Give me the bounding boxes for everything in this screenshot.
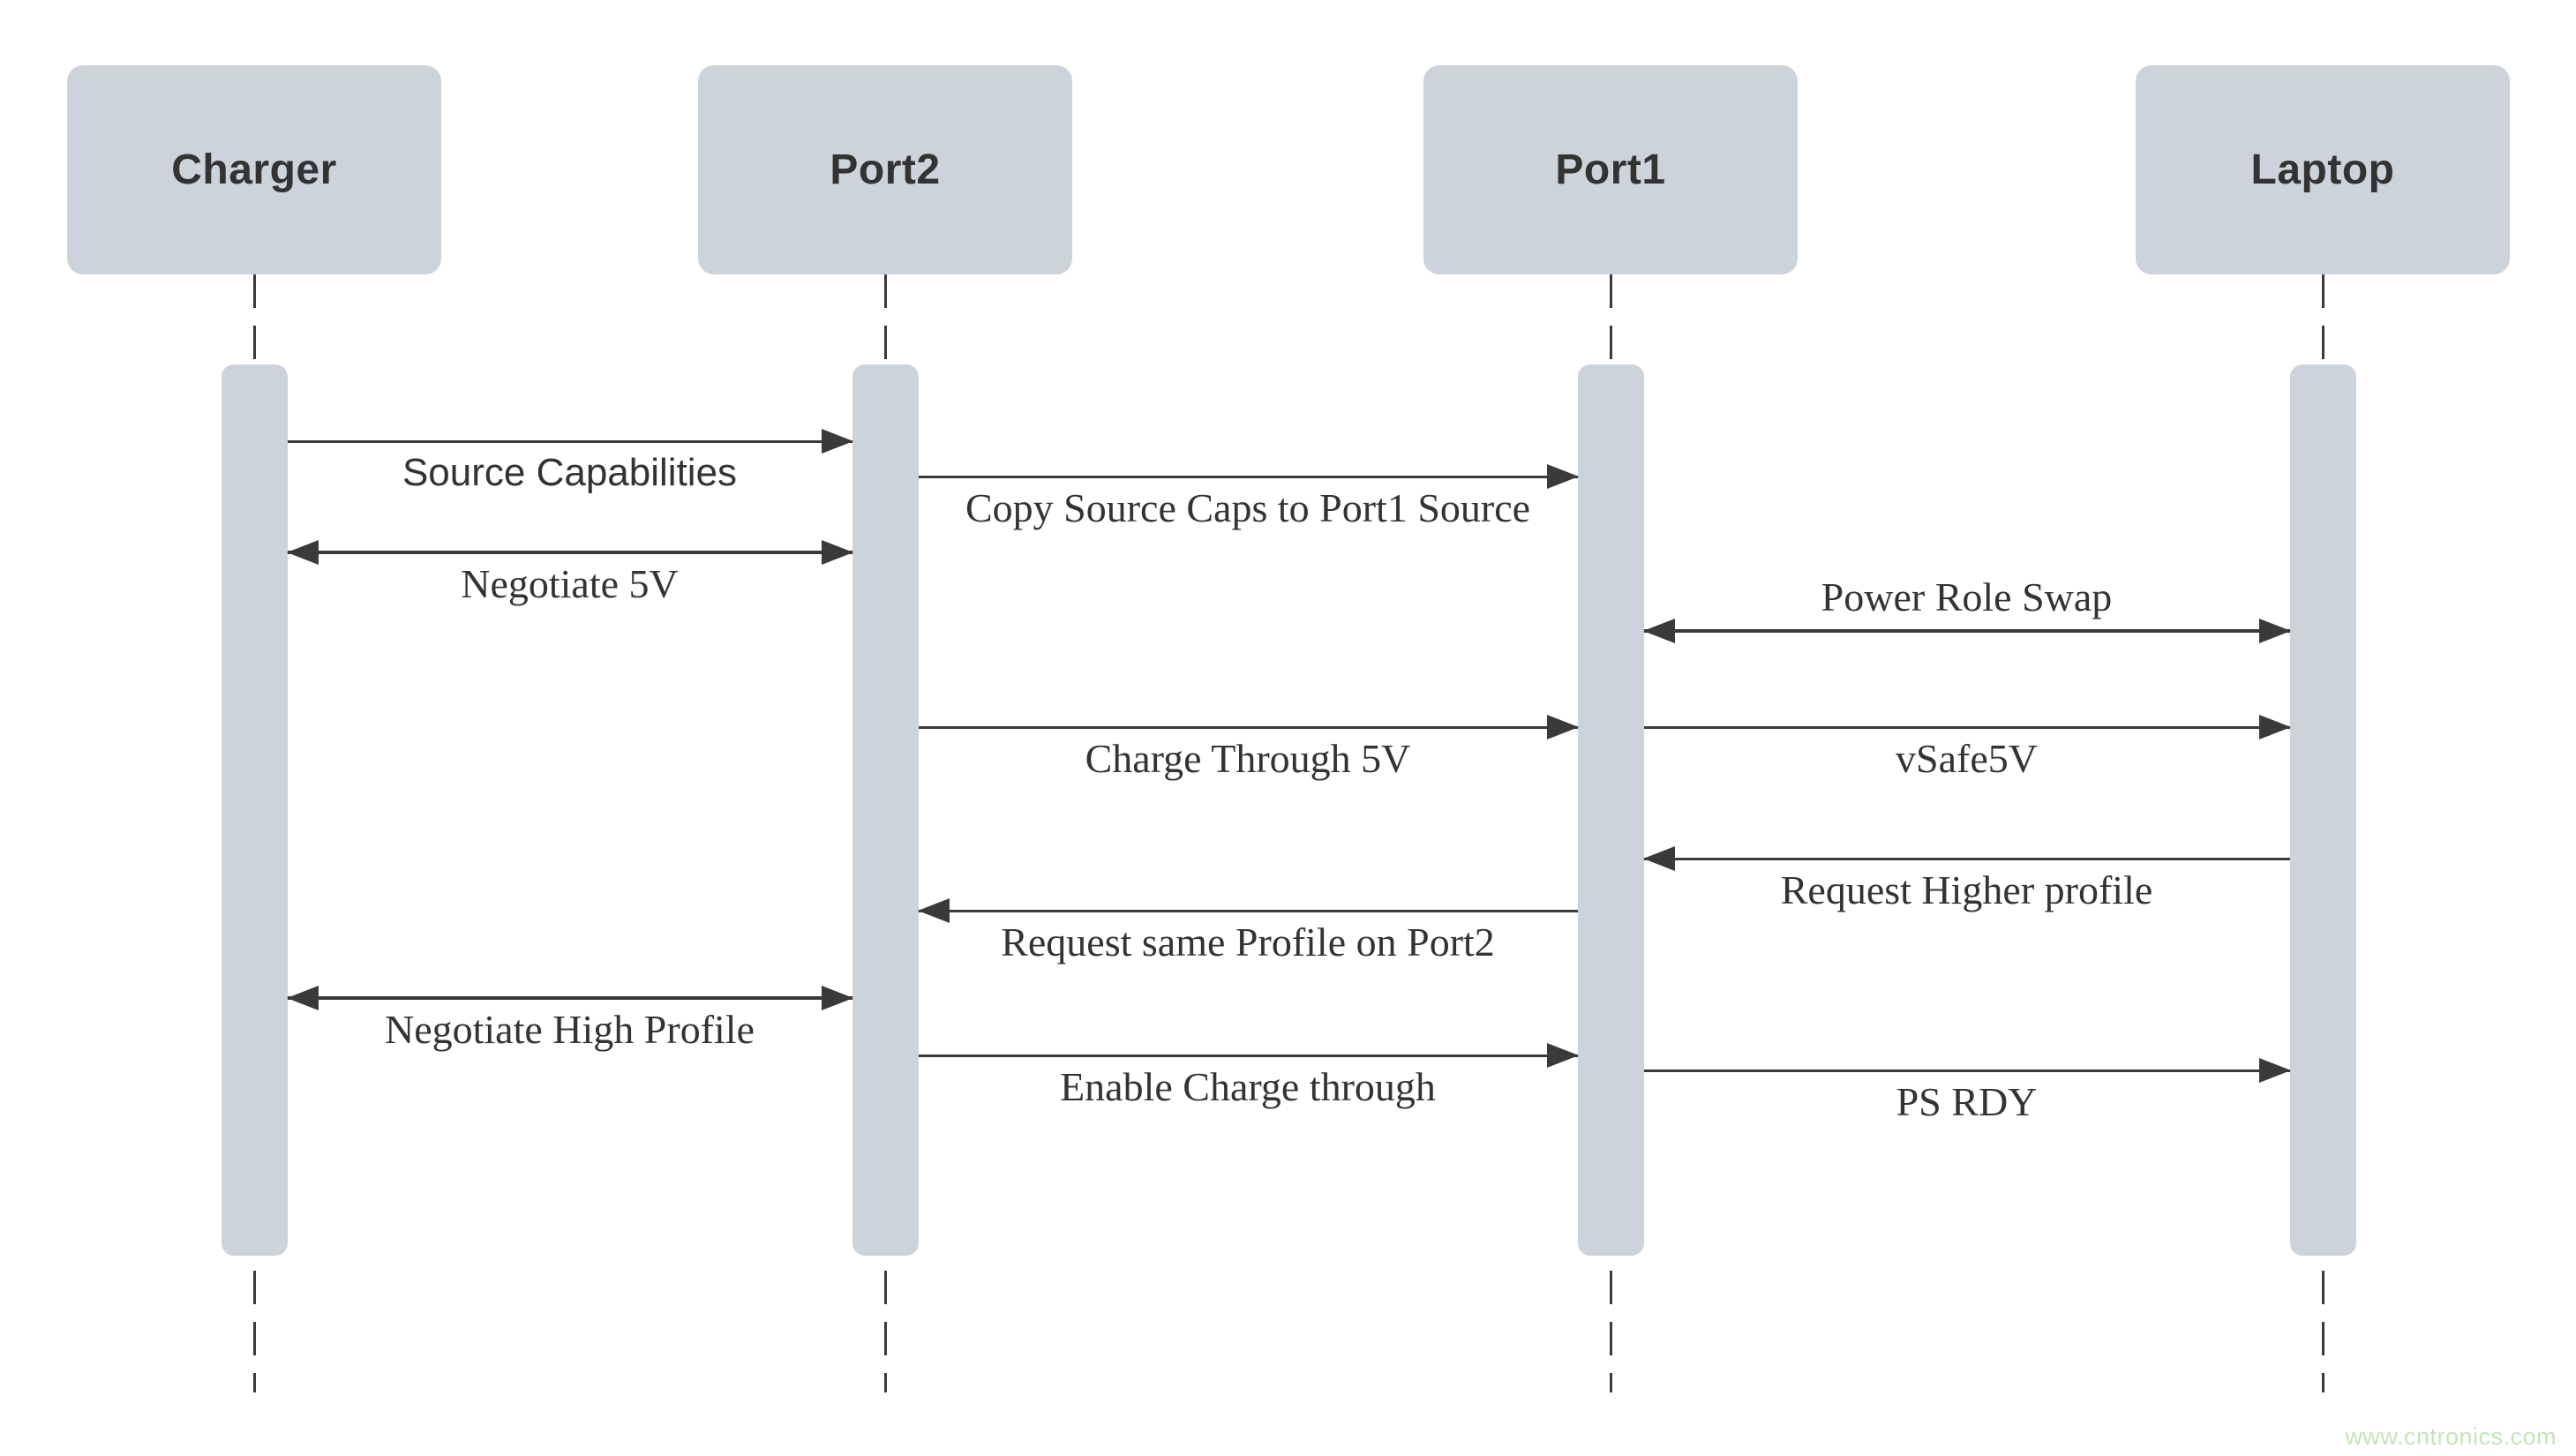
message-line	[1643, 1069, 2290, 1072]
message-line	[287, 996, 852, 1000]
arrowhead-right-icon	[1546, 715, 1579, 739]
arrowhead-left-icon	[1642, 619, 1675, 643]
message-line	[918, 1054, 1578, 1057]
arrowhead-right-icon	[1546, 1043, 1579, 1068]
actor-box-laptop: Laptop	[2136, 65, 2510, 274]
lifeline-laptop-bottom	[2321, 1271, 2324, 1392]
arrowhead-right-icon	[821, 986, 853, 1010]
lifeline-port2-top	[883, 274, 887, 359]
lifeline-port1-bottom	[1609, 1271, 1612, 1392]
message-label: Source Capabilities	[402, 451, 738, 494]
arrowhead-left-icon	[286, 540, 319, 565]
message-label: Negotiate 5V	[461, 561, 679, 606]
actor-label: Port1	[1555, 146, 1666, 193]
watermark: www.cntronics.com	[2345, 1423, 2557, 1450]
message-label: Request same Profile on Port2	[1001, 919, 1495, 964]
arrowhead-left-icon	[1642, 846, 1675, 871]
lifeline-charger-bottom	[252, 1271, 256, 1392]
message-line	[287, 439, 852, 443]
arrowhead-right-icon	[1546, 464, 1579, 489]
message-line	[287, 551, 852, 554]
message-label: PS RDY	[1896, 1079, 2038, 1124]
actor-label: Charger	[171, 146, 337, 193]
arrowhead-right-icon	[2258, 1058, 2291, 1083]
message-line	[1643, 629, 2290, 633]
lifeline-laptop-top	[2321, 274, 2324, 359]
lifeline-port1-top	[1609, 274, 1612, 359]
message-label: Power Role Swap	[1821, 574, 2113, 619]
message-label: vSafe5V	[1896, 736, 2038, 781]
message-label: Negotiate High Profile	[384, 1007, 755, 1052]
message-line	[1643, 725, 2290, 729]
activation-bar-port1	[1577, 364, 1644, 1256]
message-label: Copy Source Caps to Port1 Source	[965, 485, 1531, 530]
message-label: Enable Charge through	[1060, 1064, 1436, 1109]
lifeline-port2-bottom	[883, 1271, 887, 1392]
activation-bar-charger	[221, 364, 288, 1256]
message-line	[918, 475, 1578, 478]
arrowhead-right-icon	[2258, 619, 2291, 643]
activation-bar-laptop	[2289, 364, 2356, 1256]
actor-label: Port2	[830, 146, 941, 193]
actor-box-port1: Port1	[1423, 65, 1798, 274]
message-line	[918, 909, 1578, 912]
arrowhead-right-icon	[821, 429, 853, 454]
arrowhead-right-icon	[2258, 715, 2291, 739]
arrowhead-left-icon	[917, 898, 950, 923]
arrowhead-left-icon	[286, 986, 319, 1010]
message-label: Request Higher profile	[1780, 867, 2153, 912]
lifeline-charger-top	[252, 274, 256, 359]
message-label: Charge Through 5V	[1085, 736, 1411, 781]
message-line	[1643, 857, 2290, 860]
message-line	[918, 725, 1578, 729]
actor-box-port2: Port2	[698, 65, 1072, 274]
activation-bar-port2	[852, 364, 919, 1256]
actor-box-charger: Charger	[67, 65, 441, 274]
actor-label: Laptop	[2250, 146, 2395, 193]
arrowhead-right-icon	[821, 540, 853, 565]
